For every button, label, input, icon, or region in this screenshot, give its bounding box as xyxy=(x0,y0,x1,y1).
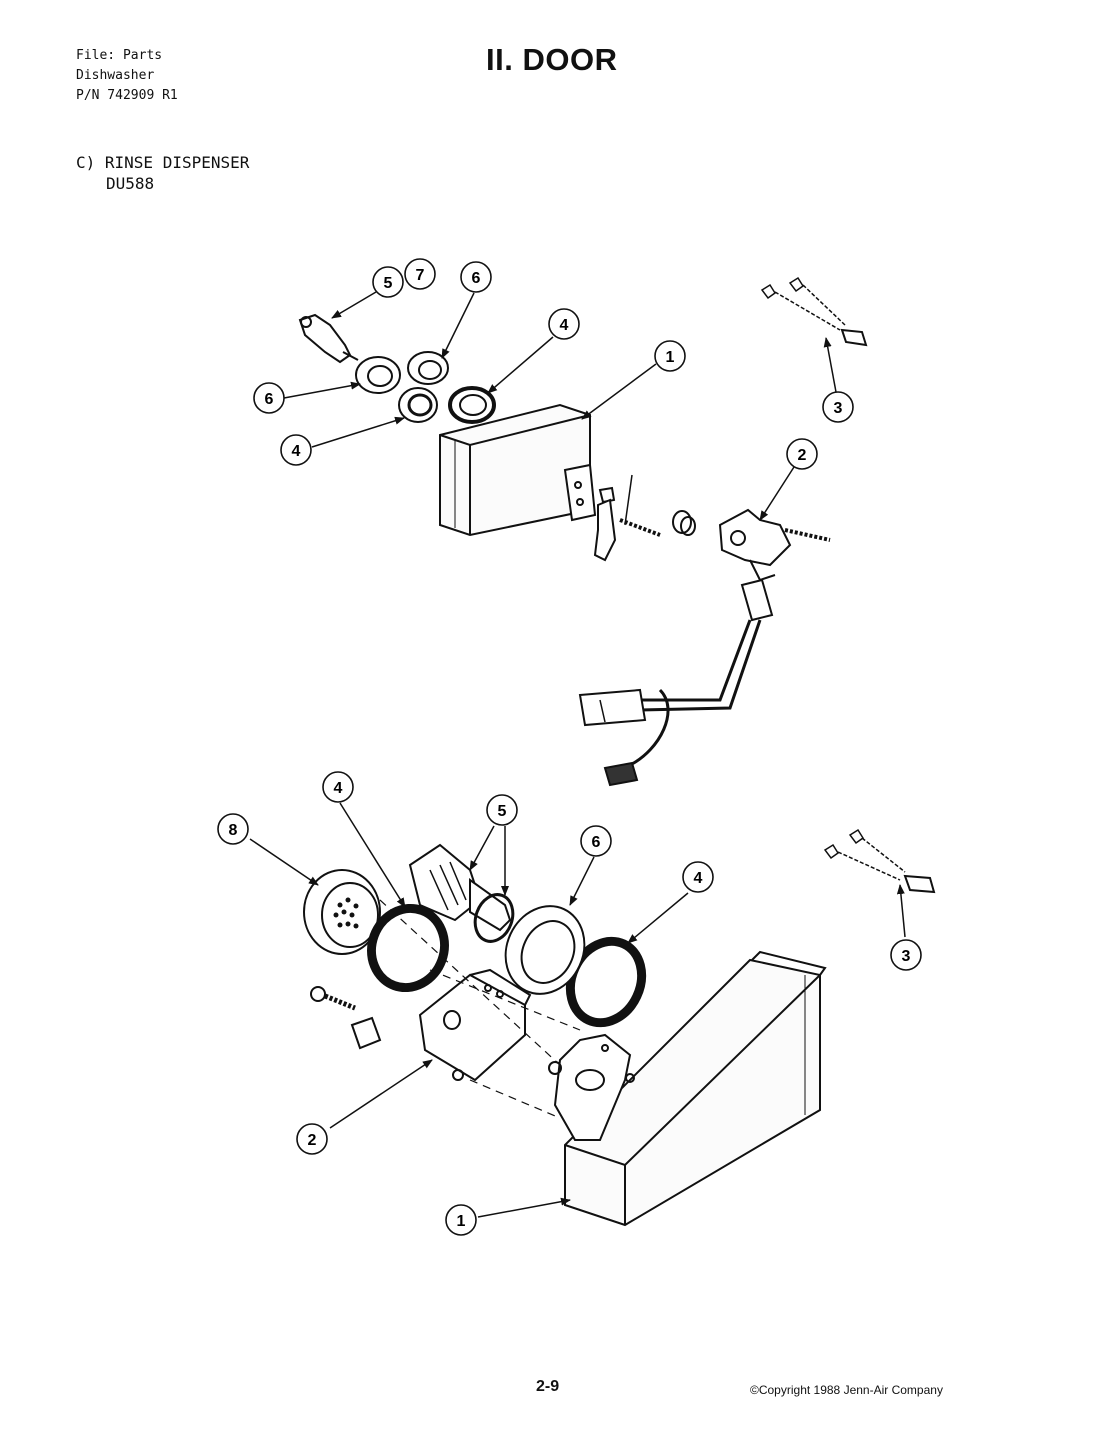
svg-text:2: 2 xyxy=(308,1132,317,1149)
section-heading: C) RINSE DISPENSER DU588 xyxy=(76,152,249,194)
model-number: DU588 xyxy=(106,174,155,193)
svg-text:6: 6 xyxy=(265,391,274,408)
svg-text:6: 6 xyxy=(472,270,481,287)
page-title: II. DOOR xyxy=(486,42,618,77)
lever-mechanism-top xyxy=(563,463,696,562)
solenoid-bracket-bottom xyxy=(418,968,532,1082)
svg-text:1: 1 xyxy=(666,349,675,366)
gasket-4-left xyxy=(398,387,438,423)
callout-leaders-top xyxy=(283,291,837,521)
part-number-line: P/N 742909 R1 xyxy=(76,88,178,103)
callout-top-4a: 4 xyxy=(548,308,580,340)
svg-text:3: 3 xyxy=(834,400,843,417)
callout-bottom-5: 5 xyxy=(486,794,518,826)
callout-bottom-3: 3 xyxy=(890,939,922,971)
svg-text:1: 1 xyxy=(457,1213,466,1230)
wiring-harness-top xyxy=(578,578,774,787)
thick-gasket-4-left xyxy=(367,903,449,993)
svg-text:7: 7 xyxy=(416,267,425,284)
copyright-notice: ©Copyright 1988 Jenn-Air Company xyxy=(750,1383,943,1397)
svg-text:6: 6 xyxy=(592,834,601,851)
svg-text:4: 4 xyxy=(292,443,301,460)
callout-top-4b: 4 xyxy=(280,434,312,466)
product-line: Dishwasher xyxy=(76,68,155,83)
gasket-4-right xyxy=(448,386,496,424)
alignment-lines xyxy=(379,899,581,1119)
file-info: File: Parts Dishwasher P/N 742909 R1 xyxy=(76,46,178,106)
terminal-connectors-top xyxy=(760,276,868,347)
svg-text:2: 2 xyxy=(798,447,807,464)
callout-top-5: 5 xyxy=(372,266,404,298)
flange-ring-6 xyxy=(504,905,586,995)
callout-bottom-6: 6 xyxy=(580,825,612,857)
filter-cap xyxy=(303,869,381,955)
svg-text:4: 4 xyxy=(694,870,703,887)
ring-6-right xyxy=(407,351,449,385)
svg-text:4: 4 xyxy=(560,317,569,334)
ring-6-left xyxy=(355,356,401,394)
svg-text:4: 4 xyxy=(334,780,343,797)
svg-text:5: 5 xyxy=(498,803,507,820)
callout-top-1: 1 xyxy=(654,340,686,372)
section-title: C) RINSE DISPENSER xyxy=(76,153,250,172)
callout-top-6a: 6 xyxy=(460,261,492,293)
callout-labels-top: 5 7 6 4 1 6 4 3 2 xyxy=(253,258,854,470)
callout-bottom-2: 2 xyxy=(296,1123,328,1155)
callout-labels-bottom: 4 5 6 4 8 3 2 1 xyxy=(217,771,922,1236)
page-number: 2-9 xyxy=(536,1378,560,1395)
top-assembly xyxy=(298,276,868,787)
callout-leaders-bottom xyxy=(249,802,906,1218)
bottom-assembly xyxy=(303,828,936,1227)
callout-bottom-1: 1 xyxy=(445,1204,477,1236)
callout-bottom-8: 8 xyxy=(217,813,249,845)
solenoid-top xyxy=(718,508,831,582)
svg-text:8: 8 xyxy=(229,822,238,839)
valve-body-bottom xyxy=(548,1033,635,1141)
callout-top-7: 7 xyxy=(404,258,436,290)
callout-bottom-4b: 4 xyxy=(682,861,714,893)
callout-bottom-4a: 4 xyxy=(322,771,354,803)
callout-top-3: 3 xyxy=(822,391,854,423)
callout-top-6b: 6 xyxy=(253,382,285,414)
spring-plunger xyxy=(408,843,515,943)
file-line: File: Parts xyxy=(76,48,163,63)
svg-text:5: 5 xyxy=(384,275,393,292)
mounting-screw xyxy=(310,986,382,1050)
cap-plunger-top xyxy=(298,313,359,364)
terminal-connectors-bottom xyxy=(823,828,936,894)
callout-top-2: 2 xyxy=(786,438,818,470)
svg-text:3: 3 xyxy=(902,948,911,965)
